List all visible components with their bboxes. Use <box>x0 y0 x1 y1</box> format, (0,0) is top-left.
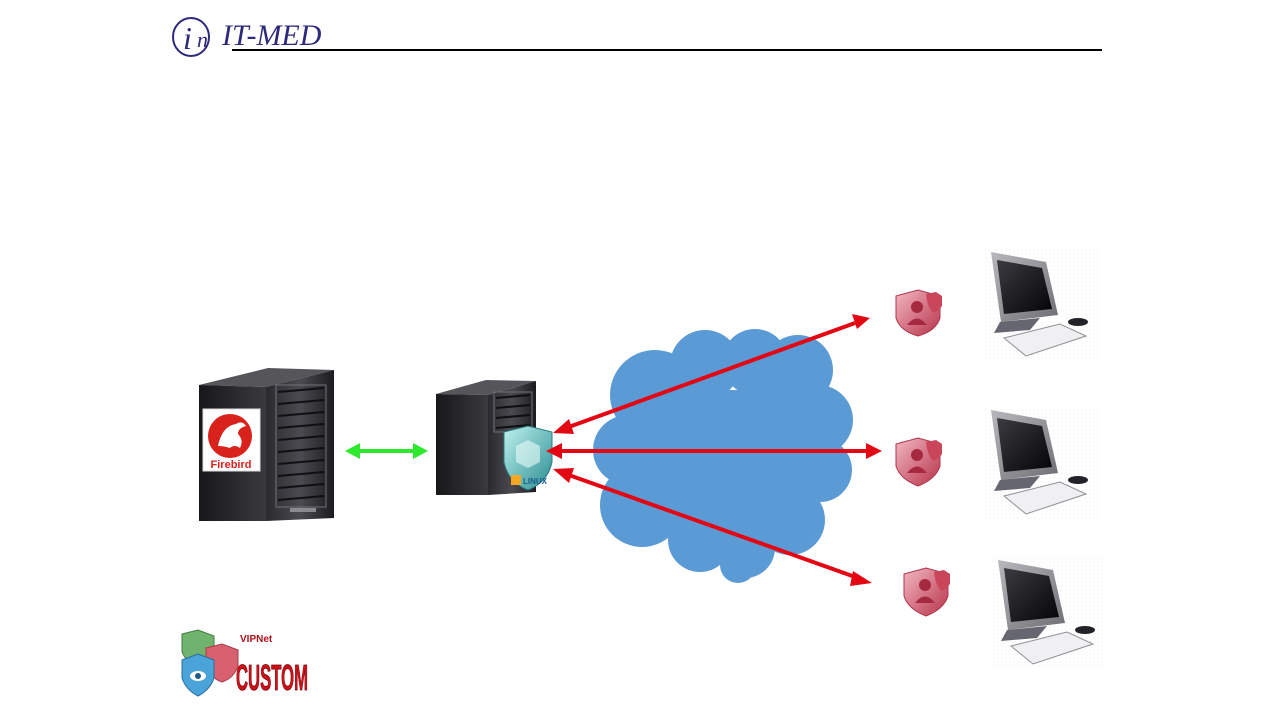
vipnet-label: VIPNet <box>240 634 273 645</box>
client-workstation-1 <box>895 249 1099 359</box>
custom-label: CUSTOM <box>236 657 308 698</box>
computer-icon <box>985 407 1099 519</box>
network-cloud <box>593 329 853 583</box>
linux-badge: LINUX <box>523 477 548 486</box>
arrow-client-2 <box>546 443 882 459</box>
logo-small-letter: n <box>197 27 208 52</box>
client-workstation-3 <box>903 557 1104 667</box>
application-server: LINUX <box>436 380 553 495</box>
db-link-arrow <box>345 443 428 459</box>
firebird-logo: Firebird <box>202 408 261 472</box>
logo-text: IT-MED <box>221 19 322 52</box>
firebird-bird-icon <box>218 422 246 448</box>
arrow-client-3 <box>553 468 872 586</box>
computer-icon <box>985 249 1099 359</box>
firebird-label: Firebird <box>211 459 252 471</box>
init-med-logo: i n IT-MED <box>172 17 322 57</box>
linux-shield-icon: LINUX <box>503 425 553 491</box>
computer-icon <box>992 557 1104 667</box>
logo-letter: i <box>183 20 192 56</box>
database-server: Firebird <box>199 368 334 521</box>
client-workstation-2 <box>895 407 1099 519</box>
vipnet-custom-logo: VIPNet CUSTOM <box>181 629 308 698</box>
arrow-client-1 <box>553 314 870 434</box>
client-link-arrows <box>546 314 882 586</box>
